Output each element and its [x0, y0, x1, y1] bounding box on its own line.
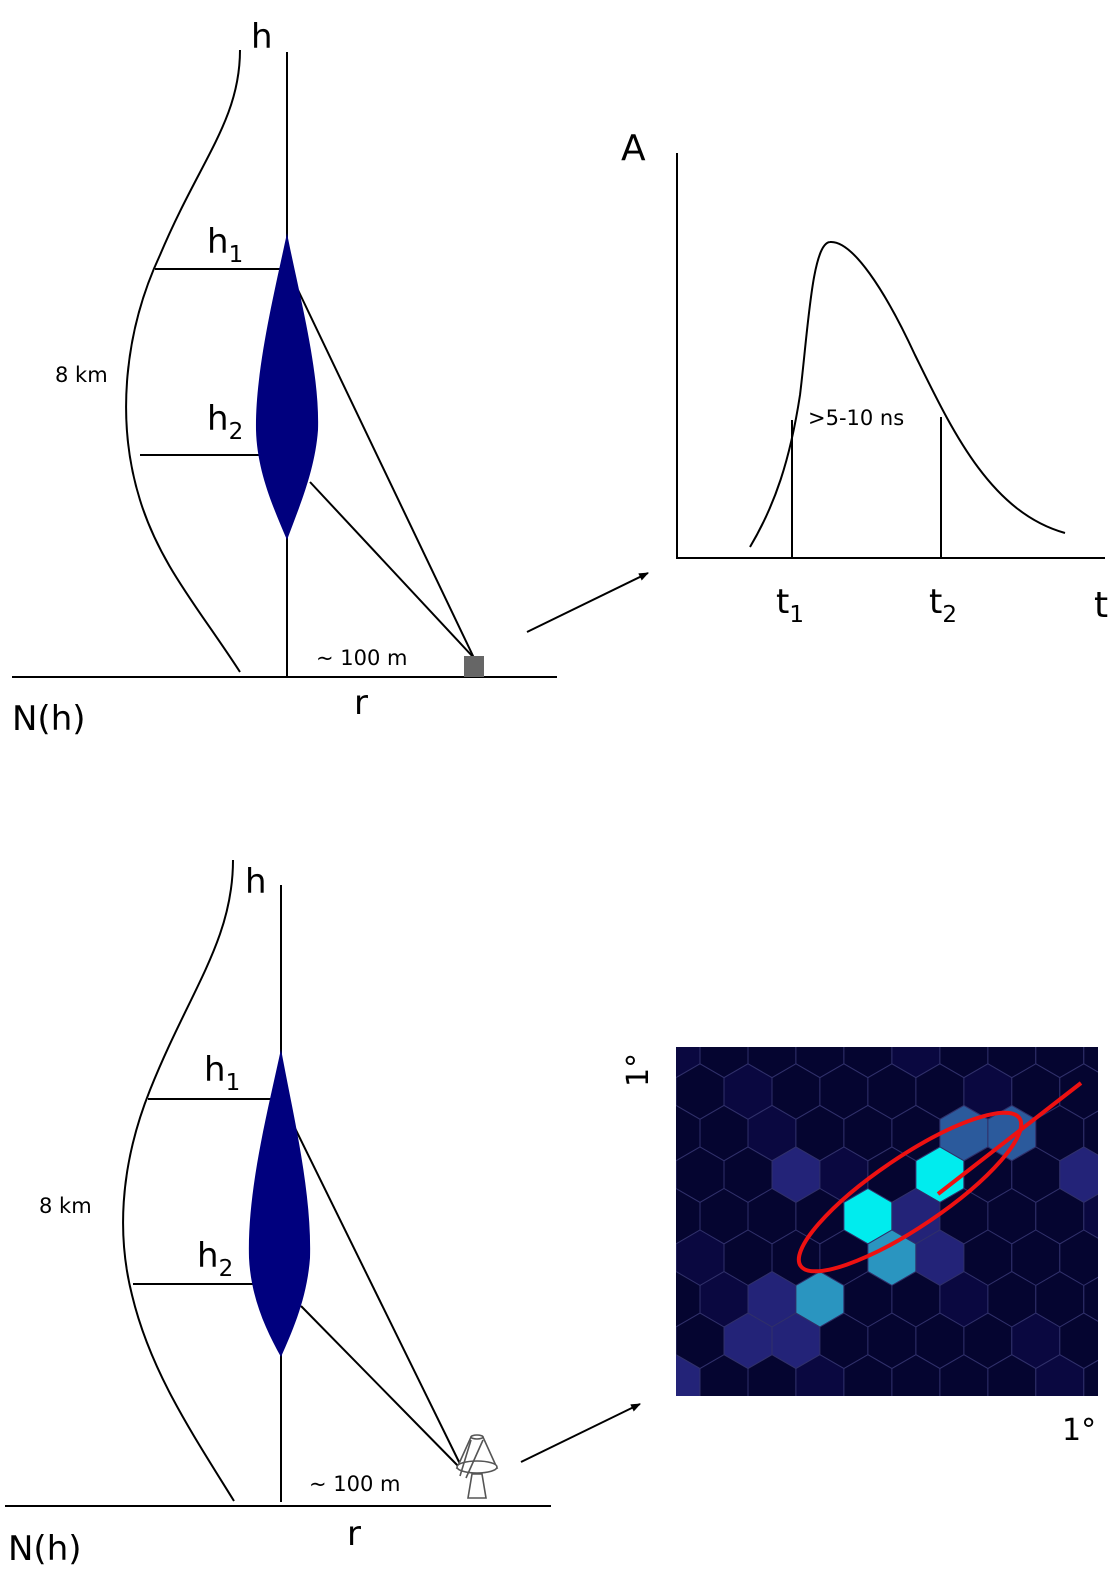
bottom-profile-label: N(h) [8, 1529, 82, 1569]
camera-pixel [724, 981, 772, 1036]
pulse-y-label: A [621, 128, 646, 169]
camera-x-size-label: 1° [1062, 1413, 1096, 1448]
pulse-duration-label: >5-10 ns [808, 406, 904, 430]
camera-pixel [1012, 981, 1060, 1036]
bottom-scale-height-label: 8 km [39, 1194, 92, 1218]
camera-pixel [891, 1395, 893, 1396]
hillas-ellipse [796, 1110, 1024, 1274]
camera-pixel [772, 981, 820, 1036]
camera-pixel-grid [604, 981, 1119, 1451]
camera-pixel [676, 981, 724, 1036]
camera-pixel [604, 1272, 652, 1327]
pulse-waveform [749, 240, 1066, 548]
top-axis-r-label: r [354, 683, 368, 723]
top-light-ray-lower [309, 481, 475, 659]
bottom-shower-shape [248, 1049, 311, 1357]
telescope-icon [455, 1434, 499, 1499]
camera-pixel [1060, 981, 1108, 1036]
camera-pixel [1083, 1110, 1098, 1156]
camera-pixel [964, 981, 1012, 1036]
camera-pixel [1108, 1313, 1119, 1368]
camera-pixel [747, 1395, 749, 1396]
camera-pixel [843, 1395, 845, 1396]
top-h2-label: h2 [207, 399, 243, 445]
camera-pixel [676, 1047, 701, 1079]
top-density-profile-curve [125, 49, 241, 673]
camera-pixel [699, 1395, 701, 1396]
camera-pixel [1083, 1359, 1098, 1396]
camera-pixel [868, 981, 916, 1036]
camera-pixel [676, 1160, 677, 1190]
bottom-light-ray-upper [290, 1119, 463, 1469]
camera-pixel [1108, 1147, 1119, 1202]
camera-pixel [1083, 1193, 1098, 1239]
camera-pixel [1108, 1230, 1119, 1286]
t1-label: t1 [776, 582, 804, 628]
camera-pixel [1108, 1396, 1119, 1451]
bottom-h2-label: h2 [197, 1236, 233, 1282]
camera-pixel [1083, 1276, 1098, 1322]
top-shower-shape [255, 233, 319, 540]
camera-pixel [676, 1243, 677, 1273]
top-shower-geometry [12, 49, 557, 678]
bottom-axis-h-label: h [245, 862, 267, 902]
hillas-major-axis [936, 1081, 1083, 1196]
camera-pixel [628, 981, 676, 1036]
top-distance-label: ~ 100 m [316, 646, 408, 670]
camera-pixel [628, 1396, 676, 1451]
bottom-h1-label: h1 [204, 1050, 240, 1096]
top-profile-label: N(h) [12, 699, 86, 739]
camera-pixel [676, 1326, 677, 1356]
bottom-axis-r-label: r [347, 1514, 361, 1554]
top-axis-h-label: h [251, 17, 273, 57]
camera-pixel [820, 981, 868, 1036]
camera-pixel [795, 1395, 797, 1396]
camera-pixel [1108, 981, 1119, 1036]
top-h1-label: h1 [207, 222, 243, 268]
bottom-light-ray-lower [300, 1305, 463, 1471]
pulse-x-label: t [1094, 585, 1108, 626]
camera-pixel [939, 1395, 941, 1396]
top-scale-height-label: 8 km [55, 363, 108, 387]
camera-pixel [604, 1105, 652, 1160]
top-light-ray-upper [297, 289, 475, 659]
camera-pixel [916, 981, 964, 1036]
camera-pixel [987, 1395, 989, 1396]
camera-pixel [1108, 1064, 1119, 1120]
camera-image [604, 981, 1119, 1451]
camera-pixel [1035, 1395, 1037, 1396]
bottom-arrow [520, 1403, 641, 1463]
camera-pixel [604, 1355, 652, 1410]
camera-y-size-label: 1° [621, 1053, 656, 1087]
t2-label: t2 [929, 582, 957, 628]
camera-pixel [604, 1189, 652, 1244]
bottom-density-profile-curve [122, 859, 235, 1502]
top-detector-icon [464, 656, 484, 677]
top-arrow [526, 572, 649, 633]
bottom-distance-label: ~ 100 m [309, 1472, 401, 1496]
pulse-plot [676, 153, 1105, 559]
